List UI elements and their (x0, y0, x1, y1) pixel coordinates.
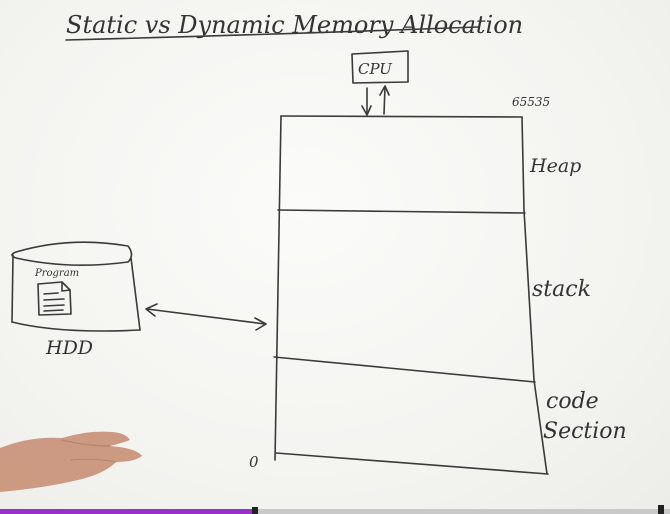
hdd-arrowhead-left (145, 303, 158, 317)
heap-label: Heap (529, 155, 581, 177)
cpu-box (351, 50, 409, 84)
video-end-marker (658, 505, 664, 514)
memory-right-edge (521, 116, 548, 475)
code-section-label-line1: code (546, 389, 599, 414)
memory-bottom-edge (275, 452, 549, 475)
cpu-down-arrowhead (361, 105, 372, 116)
hdd-label: HDD (45, 337, 93, 359)
hdd-top-ellipse (11, 241, 133, 266)
bottom-address-label: 0 (249, 453, 259, 471)
title-underline (65, 26, 479, 41)
cpu-up-arrow (383, 86, 386, 115)
hdd-left-side (11, 254, 14, 323)
code-section-label-line2: Section (543, 419, 627, 444)
program-label: Program (34, 268, 79, 279)
hdd-bottom (11, 321, 141, 332)
memory-left-edge (274, 115, 282, 461)
video-progress-handle[interactable] (251, 507, 258, 514)
document-icon (37, 281, 72, 316)
top-address-label: 65535 (512, 95, 550, 109)
presenter-hand (0, 431, 142, 492)
stack-label: stack (532, 277, 591, 302)
diagram-title: Static vs Dynamic Memory Allocation (66, 11, 523, 39)
hdd-memory-arrow (146, 308, 266, 325)
video-progress-bar[interactable] (0, 507, 670, 514)
cpu-label: CPU (358, 60, 393, 78)
hdd-arrowhead-right (254, 317, 267, 331)
cpu-up-arrowhead (379, 85, 390, 96)
memory-top-edge (280, 115, 523, 118)
heap-stack-divider (277, 209, 526, 214)
video-progress-fill (0, 509, 255, 514)
hdd-right-side (130, 257, 141, 331)
stack-code-divider (273, 356, 536, 383)
